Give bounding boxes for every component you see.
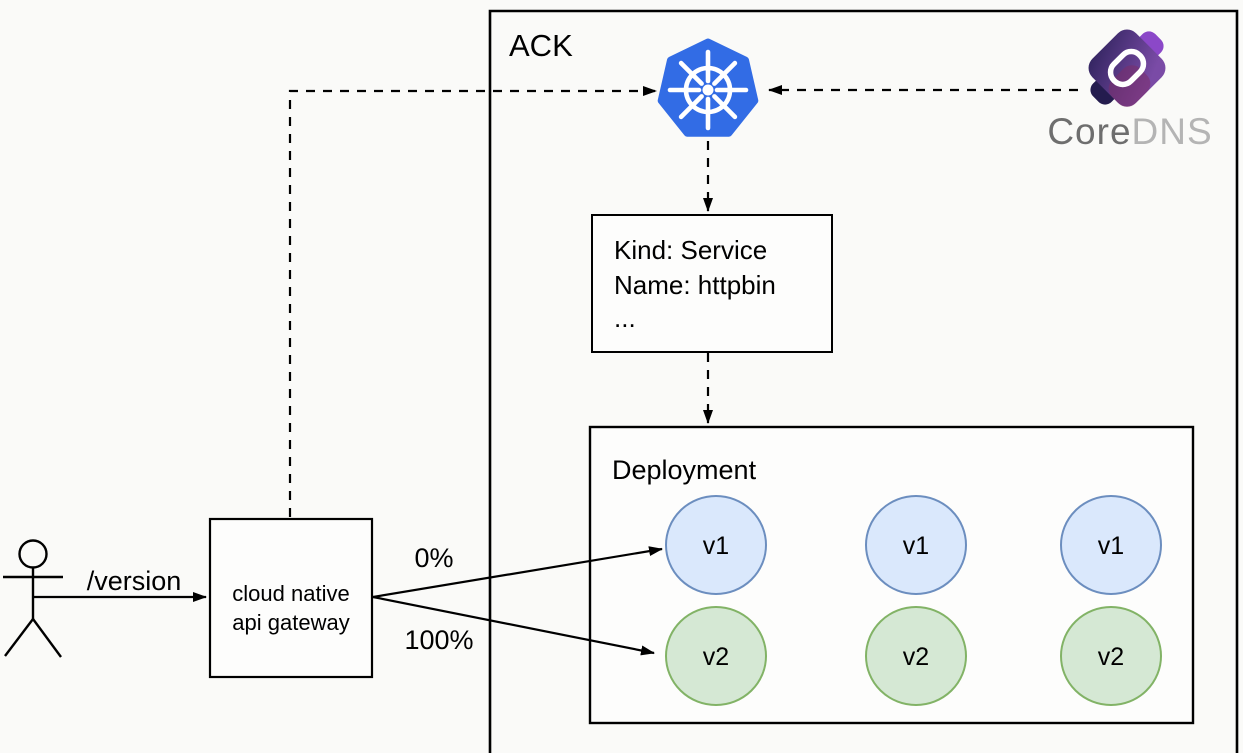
pod-v2-3: [1060, 606, 1162, 706]
pod-v2-2: [865, 606, 967, 706]
gateway-box: [208, 517, 374, 679]
gateway-label-line1: cloud native: [232, 581, 349, 606]
ack-cluster-label: ACK: [509, 28, 573, 63]
request-path-label: /version: [87, 566, 182, 596]
kubernetes-wheel-hub: [702, 84, 714, 96]
pod-v2-1-label: v2: [703, 643, 729, 671]
kubernetes-wheel: [667, 49, 749, 131]
pod-v1-row: v1 v1 v1: [665, 495, 1162, 595]
pod-v1-1: [665, 495, 767, 595]
coredns-label-core: Core: [1047, 111, 1131, 152]
pod-v2-row: v2 v2 v2: [665, 606, 1162, 706]
service-box: [591, 214, 833, 353]
pod-v1-3: [1060, 495, 1162, 595]
service-name-text: Name: httpbin: [614, 270, 776, 300]
kubernetes-icon: [657, 38, 759, 137]
coredns-logo: CoreDNS: [1047, 29, 1212, 152]
user-actor-icon: [3, 539, 63, 658]
gateway-label-line2: api gateway: [232, 610, 349, 635]
gateway-node: cloud native api gateway: [208, 517, 374, 679]
edge-gateway-to-kubernetes: [288, 86, 657, 517]
edge-gateway-to-v2: [372, 595, 655, 656]
coredns-chain-icon: [1088, 29, 1166, 107]
pod-v1-2-label: v1: [903, 532, 929, 560]
pod-v2-2-label: v2: [903, 643, 929, 671]
pod-v1-2: [865, 495, 967, 595]
coredns-label: CoreDNS: [1047, 111, 1212, 152]
coredns-label-dns: DNS: [1132, 111, 1213, 152]
service-node: Kind: Service Name: httpbin ...: [591, 214, 833, 353]
deployment-node: Deployment v1 v1 v1 v2 v2 v2: [588, 425, 1195, 725]
pod-v2-3-label: v2: [1098, 643, 1124, 671]
v1-weight-label: 0%: [414, 543, 453, 573]
ack-cluster-border: [488, 9, 1239, 753]
edge-gateway-to-v1: [372, 546, 663, 599]
deployment-label: Deployment: [612, 455, 757, 485]
pod-v1-3-label: v1: [1098, 532, 1124, 560]
pod-v2-1: [665, 606, 767, 706]
service-kind-text: Kind: Service: [614, 235, 767, 265]
service-ellipsis-text: ...: [614, 303, 636, 333]
pod-v1-1-label: v1: [703, 532, 729, 560]
v2-weight-label: 100%: [404, 625, 473, 655]
